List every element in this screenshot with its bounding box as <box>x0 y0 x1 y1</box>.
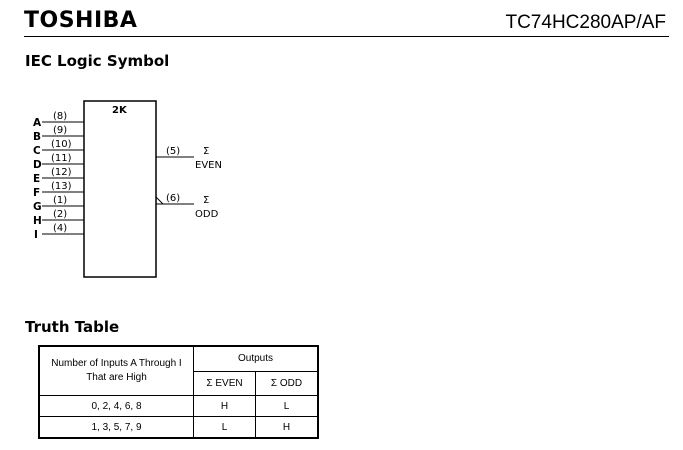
output-name: EVEN <box>195 160 222 171</box>
output-name: ODD <box>195 209 219 220</box>
table-row: 1, 3, 5, 7, 9 L H <box>38 416 319 439</box>
input-pin-number: (1) <box>53 195 67 206</box>
truth-table: Number of Inputs A Through I That are Hi… <box>38 345 319 439</box>
iec-logic-symbol-title: IEC Logic Symbol <box>25 52 170 70</box>
input-pin-f: F (13) <box>33 181 84 199</box>
input-pin-e: E (12) <box>33 167 84 185</box>
input-pin-number: (10) <box>51 139 72 150</box>
input-letter: F <box>33 187 40 199</box>
input-pin-h: H (2) <box>33 209 84 227</box>
output-odd: (6) Σ ODD <box>155 193 219 220</box>
input-pin-number: (12) <box>51 167 72 178</box>
input-letter: A <box>33 117 42 129</box>
inputs-cell: 1, 3, 5, 7, 9 <box>38 416 194 439</box>
input-pin-c: C (10) <box>33 139 84 157</box>
negation-marker <box>155 196 164 205</box>
input-pin-g: G (1) <box>33 195 84 213</box>
input-pin-d: D (11) <box>33 153 84 171</box>
input-pin-number: (9) <box>53 125 67 136</box>
even-column-header: Σ EVEN <box>193 370 256 397</box>
even-cell: H <box>193 395 256 417</box>
odd-cell: H <box>255 416 319 439</box>
input-letter: G <box>33 201 42 213</box>
input-pin-number: (8) <box>53 111 67 122</box>
odd-column-header: Σ ODD <box>255 370 319 397</box>
inputs-cell: 0, 2, 4, 6, 8 <box>38 395 194 417</box>
even-cell: L <box>193 416 256 439</box>
output-pin-number: (5) <box>166 146 180 157</box>
output-even: (5) Σ EVEN <box>156 146 222 171</box>
odd-cell: L <box>255 395 319 417</box>
input-letter: E <box>33 173 40 185</box>
input-letter: D <box>33 159 42 171</box>
brand-logo: TOSHIBA <box>24 8 138 33</box>
outputs-column-header: Outputs <box>193 345 319 372</box>
input-letter: H <box>33 215 42 227</box>
input-pin-a: A (8) <box>33 111 84 129</box>
header-divider <box>24 36 669 37</box>
iec-logic-symbol-diagram: 2K A (8) B (9) C (10) D (11) E (12) F (1… <box>33 100 222 278</box>
input-pin-number: (13) <box>51 181 72 192</box>
block-label: 2K <box>112 105 128 116</box>
sigma-symbol: Σ <box>203 146 209 157</box>
input-pin-i: I (4) <box>34 223 84 241</box>
logic-block <box>83 100 157 278</box>
table-row: 0, 2, 4, 6, 8 H L <box>38 395 319 417</box>
input-pin-number: (11) <box>51 153 72 164</box>
output-pin-number: (6) <box>166 193 180 204</box>
input-pin-b: B (9) <box>33 125 84 143</box>
input-letter: C <box>33 145 41 157</box>
input-letter: I <box>34 229 38 241</box>
sigma-symbol: Σ <box>203 195 209 206</box>
input-letter: B <box>33 131 41 143</box>
part-number: TC74HC280AP/AF <box>505 12 666 33</box>
truth-table-title: Truth Table <box>25 318 120 336</box>
inputs-column-header: Number of Inputs A Through I That are Hi… <box>38 345 194 396</box>
input-pin-number: (4) <box>53 223 67 234</box>
input-pin-number: (2) <box>53 209 67 220</box>
